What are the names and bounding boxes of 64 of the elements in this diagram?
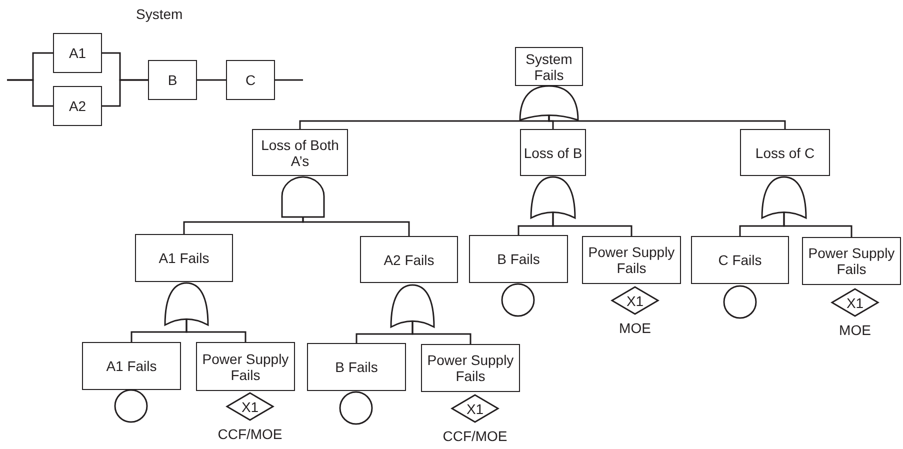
transfer-diamond [227, 393, 273, 420]
and-gate [282, 177, 324, 217]
event-text: A2 [68, 98, 86, 114]
connector-line [186, 319, 246, 342]
connector-line [302, 217, 410, 236]
or-gate [762, 177, 806, 218]
transfer-label: X1 [626, 292, 644, 308]
event-text: System Fails [524, 50, 574, 82]
transfer-diamond [612, 287, 658, 314]
basic-event-circle [724, 286, 756, 318]
event-text: A1 Fails [106, 358, 157, 374]
event-caption: CCF/MOE [442, 428, 508, 444]
or-gate [520, 86, 578, 120]
connector-line [197, 79, 226, 81]
or-gate [165, 283, 208, 325]
event-text: A1 [68, 45, 86, 61]
event-text: A1 Fails [158, 250, 210, 266]
event-box [520, 129, 586, 176]
connector-line [783, 212, 852, 237]
block-box [53, 33, 102, 73]
connector-line [412, 321, 472, 344]
block-box [53, 86, 102, 126]
event-text: Power Supply Fails [426, 352, 515, 384]
event-box [421, 344, 520, 392]
block-box [148, 60, 197, 100]
event-box [582, 236, 681, 284]
event-box [307, 343, 406, 391]
event-box [469, 235, 568, 283]
event-text: Loss of Both A’s [260, 136, 340, 168]
event-text: Power Supply Fails [807, 245, 896, 277]
or-gate [391, 285, 434, 327]
event-text: B Fails [335, 359, 378, 375]
event-caption: MOE [839, 322, 871, 338]
connector-line [552, 212, 632, 236]
event-text: Loss of B [524, 144, 582, 160]
event-text: Power Supply Fails [587, 244, 676, 276]
connector-line [548, 115, 786, 129]
connector-line [275, 79, 303, 81]
event-box [515, 47, 583, 86]
event-text: C Fails [718, 252, 762, 268]
transfer-diamond [452, 395, 498, 422]
event-box [802, 237, 901, 285]
or-gate [531, 177, 575, 218]
transfer-label: X1 [466, 400, 484, 416]
transfer-label: X1 [241, 398, 259, 414]
event-box [691, 236, 789, 284]
basic-event-circle [502, 284, 534, 316]
event-caption: CCF/MOE [218, 426, 282, 442]
transfer-label: X1 [846, 294, 864, 310]
connector-line [102, 79, 148, 107]
diagram-heading: System [136, 6, 183, 22]
event-box [82, 342, 181, 390]
connector-line [7, 79, 53, 107]
event-text: C [245, 72, 256, 88]
event-text: Power Supply Fails [201, 350, 290, 382]
event-text: A2 Fails [384, 252, 434, 268]
block-box [226, 60, 275, 100]
event-text: B Fails [497, 251, 540, 267]
basic-event-circle [115, 390, 147, 422]
event-text: Loss of C [755, 144, 815, 160]
basic-event-circle [340, 392, 372, 424]
transfer-diamond [832, 289, 878, 316]
event-caption: MOE [619, 320, 651, 336]
event-text: B [168, 72, 178, 88]
